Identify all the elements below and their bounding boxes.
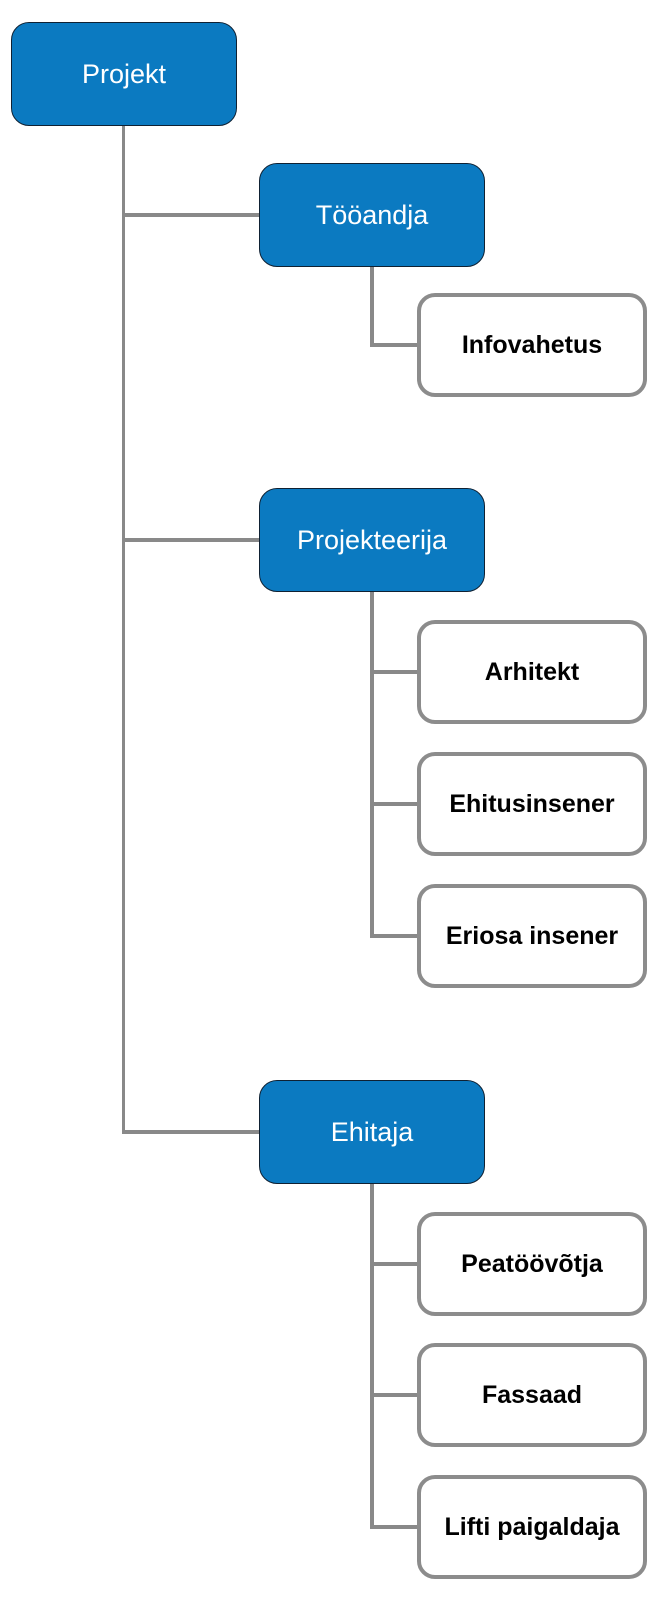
node-ehitusinsener-label: Ehitusinsener — [449, 789, 615, 818]
connector-branch-infovahetus — [370, 343, 417, 347]
node-ehitaja[interactable]: Ehitaja — [259, 1080, 485, 1184]
node-peatoovotja-label: Peatöövõtja — [461, 1249, 603, 1278]
node-lifti-paigaldaja-label: Lifti paigaldaja — [444, 1512, 620, 1541]
node-lifti-paigaldaja[interactable]: Lifti paigaldaja — [417, 1475, 647, 1579]
node-ehitaja-label: Ehitaja — [330, 1116, 414, 1147]
connector-branch-arhitekt — [370, 670, 417, 674]
node-infovahetus[interactable]: Infovahetus — [417, 293, 647, 397]
node-fassaad[interactable]: Fassaad — [417, 1343, 647, 1447]
connector-branch-fassaad — [370, 1393, 417, 1397]
node-projekt[interactable]: Projekt — [11, 22, 237, 126]
connector-tooandja-trunk — [370, 267, 374, 347]
connector-branch-lifti-paigaldaja — [370, 1525, 417, 1529]
connector-branch-ehitusinsener — [370, 802, 417, 806]
connector-projekteerija-trunk — [370, 592, 374, 938]
connector-branch-peatoovotja — [370, 1262, 417, 1266]
node-peatoovotja[interactable]: Peatöövõtja — [417, 1212, 647, 1316]
node-infovahetus-label: Infovahetus — [461, 330, 603, 359]
node-projekt-label: Projekt — [81, 58, 167, 89]
node-arhitekt-label: Arhitekt — [484, 657, 580, 686]
node-projekteerija-label: Projekteerija — [296, 524, 448, 555]
connector-ehitaja-trunk — [370, 1184, 374, 1529]
connector-branch-tooandja — [121, 213, 259, 217]
node-ehitusinsener[interactable]: Ehitusinsener — [417, 752, 647, 856]
connector-branch-ehitaja — [121, 1130, 259, 1134]
node-arhitekt[interactable]: Arhitekt — [417, 620, 647, 724]
node-eriosa-insener-label: Eriosa insener — [445, 921, 619, 950]
connector-branch-projekteerija — [121, 538, 259, 542]
node-fassaad-label: Fassaad — [481, 1380, 583, 1409]
node-projekteerija[interactable]: Projekteerija — [259, 488, 485, 592]
node-tooandja-label: Tööandja — [315, 199, 429, 230]
node-eriosa-insener[interactable]: Eriosa insener — [417, 884, 647, 988]
connector-root-trunk — [121, 126, 125, 1134]
node-tooandja[interactable]: Tööandja — [259, 163, 485, 267]
connector-branch-eriosa-insener — [370, 934, 417, 938]
